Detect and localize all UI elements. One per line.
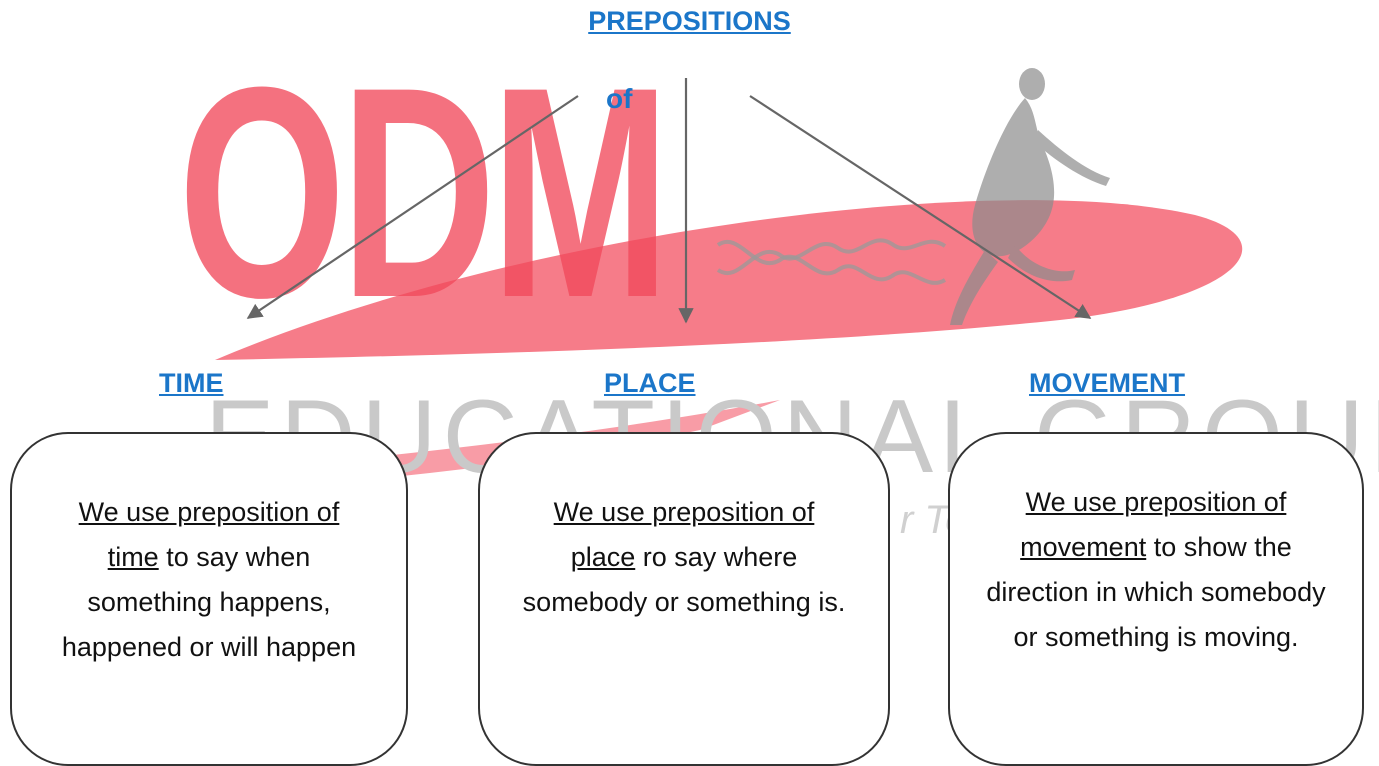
arrow-to-time [246, 95, 579, 319]
definition-text-time: We use preposition of time to say when s… [59, 434, 359, 670]
branch-label-movement: MOVEMENT [1029, 368, 1186, 398]
branch-label-time: TIME [159, 368, 224, 398]
arrow-to-movement [749, 95, 1092, 319]
definition-explanation: to say when something happens, happened … [61, 542, 357, 662]
definition-term: We use preposition of place [553, 497, 815, 572]
definition-box-time: We use preposition of time to say when s… [10, 432, 408, 766]
dancer-figure-icon [950, 68, 1110, 325]
definition-text-movement: We use preposition of movement to show t… [981, 434, 1331, 660]
branch-label-place: PLACE [604, 368, 696, 398]
definition-term: We use preposition of movement [1020, 487, 1287, 562]
definition-term: We use preposition of time [78, 497, 340, 572]
diagram-title: PREPOSITIONS [588, 6, 791, 36]
definition-explanation: ro say where somebody or something is. [522, 542, 846, 617]
definition-explanation: to show the direction in which somebody … [986, 532, 1326, 652]
logo-letters: ODM [178, 24, 670, 360]
definition-text-place: We use preposition of place ro say where… [519, 434, 849, 625]
definition-box-place: We use preposition of place ro say where… [478, 432, 890, 766]
dna-squiggle-icon [716, 238, 947, 275]
connector-word: of [606, 83, 633, 114]
definition-box-movement: We use preposition of movement to show t… [948, 432, 1364, 766]
